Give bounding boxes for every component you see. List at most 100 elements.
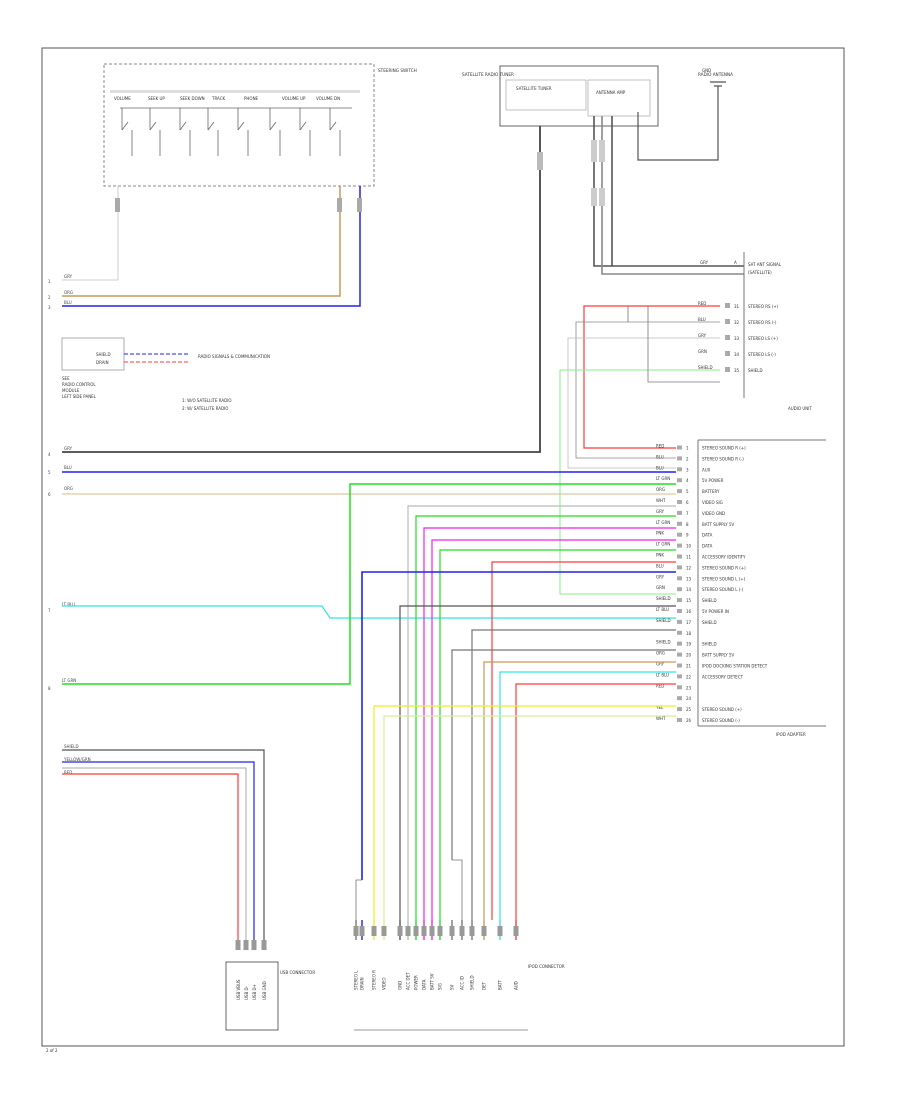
audio-pin-label: STEREO LS (+) — [748, 336, 778, 341]
adapter-pin-number: 23 — [686, 685, 692, 690]
adapter-pin-number: 1 — [686, 446, 689, 451]
adapter-pin-wire: BLU — [656, 563, 664, 568]
usb-wire-color-0: SHIELD — [64, 744, 79, 749]
usb-wire-color-2: RED — [64, 770, 72, 775]
ipod-connector-label: IPOD CONNECTOR — [528, 964, 565, 969]
page-border — [41, 47, 845, 1047]
adapter-pin-label: ACCESSORY DETECT — [702, 674, 744, 679]
wire-gray-audio — [567, 337, 720, 469]
audio-pin-number: 32 — [734, 320, 740, 325]
legend-note-1: 1: W/O SATELLITE RADIO — [182, 398, 232, 403]
ipod-pin-terminal — [381, 926, 387, 936]
adapter-pin-wire: SHIELD — [656, 618, 671, 623]
wire-dark-tuner — [62, 126, 541, 453]
adapter-pin-terminal — [677, 467, 682, 472]
adapter-pin-wire: GRY — [656, 574, 665, 579]
wire-ltgreen-audio — [559, 369, 720, 595]
wire-color-6: ORG — [64, 486, 73, 491]
adapter-pin-number: 22 — [686, 674, 692, 679]
wire-num-4: 4 — [48, 452, 51, 457]
adapter-pin-wire: WHT — [656, 716, 666, 721]
usb-connector-label: USB CONNECTOR — [280, 970, 315, 975]
audio-pin-terminal — [725, 319, 730, 324]
antenna-label: RADIO ANTENNA — [698, 72, 733, 77]
audio-top-pin-0-wire: GRY — [700, 260, 709, 265]
audio-pin-terminal — [725, 335, 730, 340]
ipod-pin-terminal — [359, 926, 365, 936]
legend-box — [61, 337, 125, 371]
switch-symbols — [120, 107, 352, 156]
adapter-pin-label: SHIELD — [702, 642, 717, 647]
audio-pin-terminal — [725, 367, 730, 372]
adapter-pin-wire: GRY — [656, 662, 665, 667]
wire-color-4: GRY — [64, 446, 73, 451]
adapter-pin-label: DATA — [702, 544, 713, 549]
wire-num-7: 7 — [48, 608, 51, 613]
adapter-pin-number: 19 — [686, 642, 692, 647]
adapter-pin-number: 12 — [686, 565, 692, 570]
adapter-to-connector-wires — [355, 505, 676, 920]
wire-num-8: 8 — [48, 686, 51, 691]
legend-side-3: LEFT SIDE PANEL — [62, 394, 97, 399]
adapter-pin-number: 8 — [686, 522, 689, 527]
usb-pin-label: USB D+ — [252, 984, 257, 1000]
wire-cyan-main — [62, 605, 676, 619]
usb-pin-terminal — [251, 940, 257, 950]
audio-unit: SAT ANT SIGNAL (SATELLITE) GRY A AUDIO U… — [698, 252, 812, 411]
wire-color-7: LT BLU — [62, 602, 75, 607]
ipod-pin-label: STEREO R — [372, 970, 377, 990]
ipod-pin-terminal — [437, 926, 443, 936]
ipod-pin-terminal — [481, 926, 487, 936]
wire-color-5: BLU — [64, 465, 72, 470]
audio-pin-wire: SHIELD — [698, 365, 713, 370]
ipod-adapter: IPOD ADAPTER STEREO SOUND R (+)1REDSTERE… — [655, 439, 826, 737]
ipod-pin-label: 5V — [450, 984, 455, 990]
adapter-pin-number: 16 — [686, 609, 692, 614]
adapter-pin-terminal — [677, 565, 682, 570]
wire-num-5: 5 — [48, 470, 51, 475]
adapter-pin-wire: LT BLU — [656, 607, 669, 612]
adapter-pin-label: STEREO SOUND L (+) — [702, 576, 746, 581]
adapter-pin-terminal — [677, 685, 682, 690]
adapter-pin-label: BATT SUPPLY 5V — [702, 653, 735, 658]
adapter-pin-terminal — [677, 696, 682, 701]
audio-pin-number: 35 — [734, 368, 740, 373]
switch-label-4: PHONE — [244, 96, 259, 101]
adapter-pin-wire: PNK — [656, 553, 664, 558]
adapter-pin-number: 10 — [686, 544, 692, 549]
left-wires-top: 1 GRY 2 ORG 3 BLU — [48, 274, 73, 310]
adapter-pin-wire: LT GRN — [656, 542, 670, 547]
adapter-pin-number: 11 — [686, 555, 692, 560]
adapter-pin-label: ACCESSORY IDENTIFY — [702, 555, 746, 560]
adapter-pin-number: 17 — [686, 620, 692, 625]
wire-gray-switch — [62, 186, 119, 281]
switch-label-3: TRACK — [211, 96, 226, 101]
adapter-pin-terminal — [677, 543, 682, 548]
legend-side-0: SEE — [62, 376, 70, 381]
ipod-pin-label: BATT — [498, 979, 503, 990]
adapter-pin-terminal — [677, 630, 682, 635]
adapter-pin-terminal — [677, 598, 682, 603]
switch-label-5: VOLUME UP — [282, 96, 306, 101]
adapter-pin-number: 25 — [686, 707, 692, 712]
adapter-pin-label: SHIELD — [702, 598, 717, 603]
ipod-pin-terminal — [429, 926, 435, 936]
wire-tuner-bundle-1 — [593, 116, 744, 267]
audio-pin-wire: GRY — [698, 333, 707, 338]
ipod-pin-label: ACC DET — [406, 972, 411, 990]
adapter-pin-label: STEREO SOUND R (-) — [702, 456, 744, 461]
adapter-pin-terminal — [677, 489, 682, 494]
adapter-pin-label: VIDEO GND — [702, 511, 725, 516]
tuner-inner-box — [505, 79, 587, 111]
wire-blue-switch — [62, 186, 361, 307]
wire-color-2: ORG — [64, 290, 73, 295]
adapter-pin-label: BATTERY — [702, 489, 720, 494]
ipod-pin-terminal — [353, 926, 359, 936]
adapter-pin-number: 24 — [686, 696, 692, 701]
ipod-pin-terminal — [421, 926, 427, 936]
adapter-pin-wire: YEL — [655, 705, 664, 710]
adapter-pin-label: VIDEO SIG — [702, 500, 723, 505]
usb-pin-terminal — [261, 940, 267, 950]
